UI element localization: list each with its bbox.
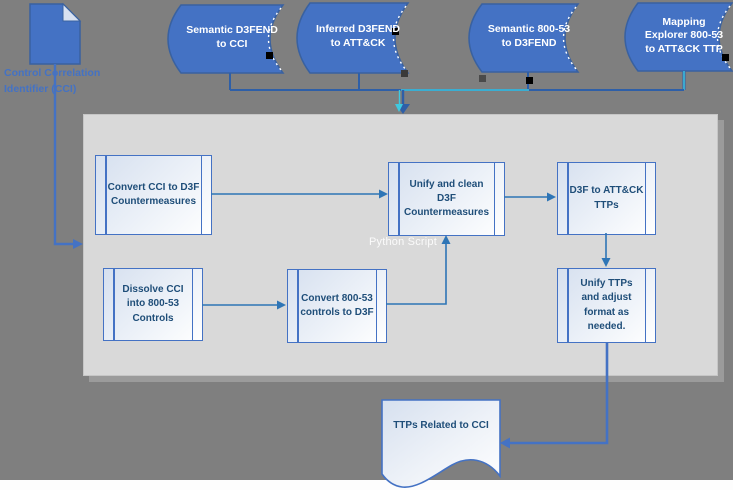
process-label: Unify and clean D3F Countermeasures (403, 178, 490, 219)
process-label: Unify TTPs and adjust format as needed. (580, 278, 633, 332)
stored-data-shape-mapping-explorer[interactable] (624, 2, 733, 72)
process-label: D3F to ATT&CK TTPs (569, 185, 644, 211)
connector-b4-to-b5[interactable] (504, 192, 556, 202)
connector-b6-to-output[interactable] (500, 342, 609, 449)
document-icon[interactable] (29, 2, 82, 65)
process-convert-cci-to-d3f[interactable]: Convert CCI to D3F Countermeasures (95, 155, 212, 235)
connector-cci-to-container[interactable] (53, 64, 83, 249)
selection-handles[interactable] (266, 28, 729, 84)
process-unify-ttps-format[interactable]: Unify TTPs and adjust format as needed. (557, 268, 656, 343)
document-shape-output[interactable] (381, 399, 501, 488)
connector-b5-to-b6[interactable] (601, 233, 611, 267)
connector-datastores-bus[interactable] (229, 71, 686, 114)
connector-b3-to-b4[interactable] (386, 235, 451, 305)
process-unify-clean-d3f[interactable]: Unify and clean D3F Countermeasures (388, 162, 505, 236)
connector-b2-to-b3[interactable] (202, 300, 286, 310)
process-convert-800-53-to-d3f[interactable]: Convert 800-53 controls to D3F (287, 269, 387, 343)
stored-data-shape-semantic-800-53-d3fend[interactable] (468, 3, 580, 73)
stored-data-shape-inferred-d3fend-attack[interactable] (296, 2, 410, 74)
process-label: Convert 800-53 controls to D3F (300, 292, 374, 318)
stored-data-shape-semantic-d3fend-cci[interactable] (167, 4, 285, 74)
connector-b1-to-b4[interactable] (211, 189, 388, 199)
process-d3f-to-attack-ttps[interactable]: D3F to ATT&CK TTPs (557, 162, 656, 235)
process-dissolve-cci[interactable]: Dissolve CCI into 800-53 Controls (103, 268, 203, 341)
canvas-bottom-margin (0, 480, 733, 490)
process-label: Convert CCI to D3F Countermeasures (107, 181, 200, 207)
process-label: Dissolve CCI into 800-53 Controls (122, 284, 184, 324)
